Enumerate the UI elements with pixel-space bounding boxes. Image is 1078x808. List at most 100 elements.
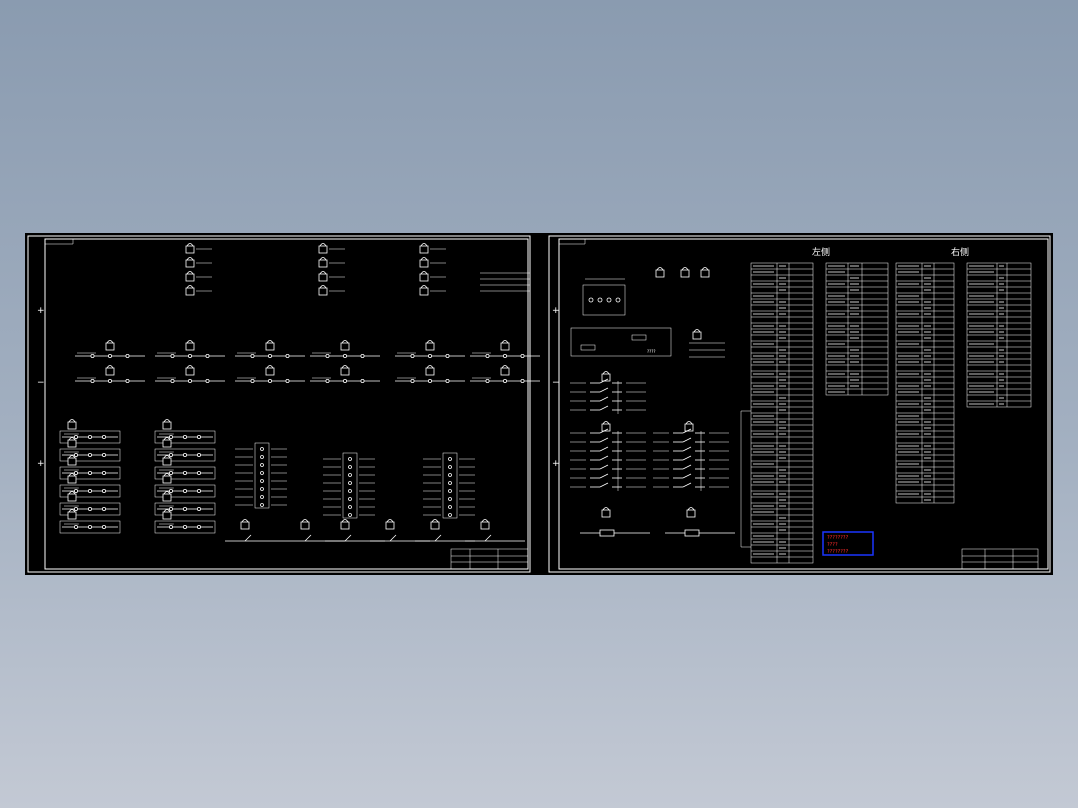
switch-symbol-icon [599, 387, 609, 393]
lamp-symbol-icon [419, 287, 429, 296]
sheet-left-inner-frame [44, 238, 529, 570]
switch-symbol-icon [182, 434, 187, 439]
switch-symbol-icon [599, 396, 609, 402]
plus-marker-icon: + [552, 459, 560, 469]
switch-symbol-icon [205, 378, 210, 383]
minus-marker-icon: − [37, 378, 45, 388]
lamp-symbol-icon [692, 331, 702, 340]
lamp-symbol-icon [319, 285, 327, 289]
switch-symbol-icon [187, 378, 192, 383]
lamp-symbol-icon [162, 421, 172, 430]
switch-symbol-icon [260, 455, 264, 459]
bracket-line [740, 410, 751, 548]
sheet-right-inner-frame [558, 238, 1049, 570]
switch-symbol-icon [260, 487, 264, 491]
switch-symbol-icon [682, 455, 692, 461]
lamp-symbol-icon [67, 493, 77, 502]
switch-symbol-icon [102, 470, 107, 475]
switch-symbol-icon [606, 297, 612, 303]
switch-symbol-icon [360, 378, 365, 383]
drawing-canvas[interactable]: + − + + − + 左侧 [25, 233, 1053, 575]
switch-symbol-icon [348, 489, 352, 493]
lamp-symbol-icon [420, 257, 428, 261]
lamp-symbol-icon [425, 367, 435, 376]
switch-symbol-icon [260, 495, 264, 499]
relay-box [59, 484, 121, 498]
lamp-symbol-icon [105, 367, 115, 376]
switch-symbol-icon [196, 488, 201, 493]
lamp-symbol-icon [701, 267, 709, 271]
relay-box [59, 520, 121, 534]
switch-symbol-icon [196, 470, 201, 475]
lamp-symbol-icon [341, 519, 349, 523]
lamp-symbol-icon [68, 437, 76, 441]
switch-symbol-icon [448, 465, 452, 469]
lamp-symbol-icon [385, 521, 395, 530]
lamp-symbol-icon [162, 439, 172, 448]
sheet-right: + − + 左侧 右侧 ???? ???????? ???? ???????? [548, 235, 1051, 573]
lamp-symbol-icon [68, 509, 76, 513]
lamp-symbol-icon [684, 423, 694, 432]
switch-symbol-icon [448, 457, 452, 461]
lamp-symbol-icon [163, 455, 171, 459]
lamp-symbol-icon [426, 365, 434, 369]
switch-symbol-icon [599, 378, 609, 384]
sheet-left-corner-tab [45, 239, 74, 245]
switch-symbol-icon [410, 354, 415, 359]
switch-symbol-icon [182, 470, 187, 475]
plus-marker-icon: + [37, 306, 45, 316]
lamp-symbol-icon [319, 243, 327, 247]
sheet-left: + − + [27, 235, 540, 573]
switch-symbol-icon [108, 378, 113, 383]
lamp-symbol-icon [68, 419, 76, 423]
switch-symbol-icon [325, 378, 330, 383]
switch-symbol-icon [125, 354, 130, 359]
lamp-symbol-icon [319, 271, 327, 275]
lamp-symbol-icon [105, 342, 115, 351]
lamp-symbol-icon [241, 519, 249, 523]
switch-symbol-icon [344, 534, 352, 542]
sheet-left-title-block [450, 548, 529, 570]
lamp-symbol-icon [67, 475, 77, 484]
switch-symbol-icon [267, 354, 272, 359]
switch-symbol-icon [682, 464, 692, 470]
question-text: ???? [647, 349, 656, 354]
minus-marker-icon: − [552, 378, 560, 388]
switch-symbol-icon [342, 354, 347, 359]
switch-symbol-icon [599, 437, 609, 443]
switch-symbol-icon [102, 434, 107, 439]
header-left-label: 左侧 [812, 246, 830, 258]
resistor-symbol [580, 344, 596, 351]
lamp-symbol-icon [425, 342, 435, 351]
switch-symbol-icon [88, 470, 93, 475]
switch-symbol-icon [434, 534, 442, 542]
lamp-symbol-icon [300, 521, 310, 530]
switch-symbol-icon [410, 378, 415, 383]
resistor-symbol [684, 529, 700, 537]
relay-box [154, 520, 216, 534]
switch-symbol-icon [196, 524, 201, 529]
sheet-right-corner-tab [559, 239, 586, 245]
switch-symbol-icon [88, 452, 93, 457]
switch-symbol-icon [244, 534, 252, 542]
resistor-symbol [599, 529, 615, 537]
lamp-symbol-icon [186, 257, 194, 261]
lamp-symbol-icon [265, 342, 275, 351]
switch-symbol-icon [102, 524, 107, 529]
lamp-symbol-icon [340, 521, 350, 530]
lamp-symbol-icon [266, 365, 274, 369]
lamp-symbol-icon [341, 340, 349, 344]
lamp-symbol-icon [431, 519, 439, 523]
relay-box [154, 484, 216, 498]
lamp-symbol-icon [67, 439, 77, 448]
switch-symbol-icon [599, 473, 609, 479]
switch-symbol-icon [267, 378, 272, 383]
switch-symbol-icon [615, 297, 621, 303]
lamp-symbol-icon [185, 273, 195, 282]
sheet-left-outer-frame [27, 235, 531, 573]
relay-box [59, 466, 121, 480]
lamp-symbol-icon [185, 367, 195, 376]
switch-symbol-icon [125, 378, 130, 383]
switch-symbol-icon [108, 354, 113, 359]
